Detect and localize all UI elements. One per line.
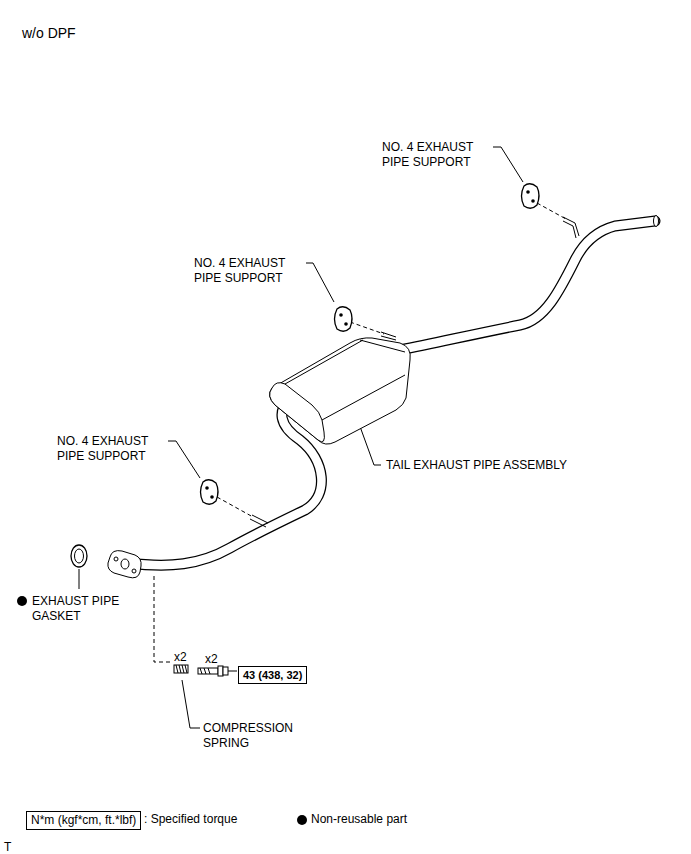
- part-name: COMPRESSION SPRING: [203, 721, 323, 751]
- view-title: w/o DPF: [22, 25, 142, 42]
- quantity-note: x2: [205, 652, 235, 667]
- part-name: NO. 4 EXHAUST PIPE SUPPORT: [57, 434, 172, 464]
- quantity-note: x2: [174, 650, 204, 665]
- part-name: EXHAUST PIPE GASKET: [32, 594, 132, 624]
- part-name: NO. 4 EXHAUST PIPE SUPPORT: [382, 140, 497, 170]
- legend-text: : Specified torque: [144, 812, 237, 827]
- unit-box: N*m (kgf*cm, ft.*lbf): [26, 811, 141, 830]
- part-name: TAIL EXHAUST PIPE ASSEMBLY: [386, 458, 616, 473]
- box-text: 43 (438, 32): [243, 669, 302, 681]
- part-name: NO. 4 EXHAUST PIPE SUPPORT: [194, 256, 309, 286]
- box-text: N*m (kgf*cm, ft.*lbf): [31, 813, 136, 827]
- torque-box: 43 (438, 32): [238, 666, 307, 684]
- legend-text: Non-reusable part: [311, 812, 407, 827]
- page-mark: T: [4, 840, 24, 854]
